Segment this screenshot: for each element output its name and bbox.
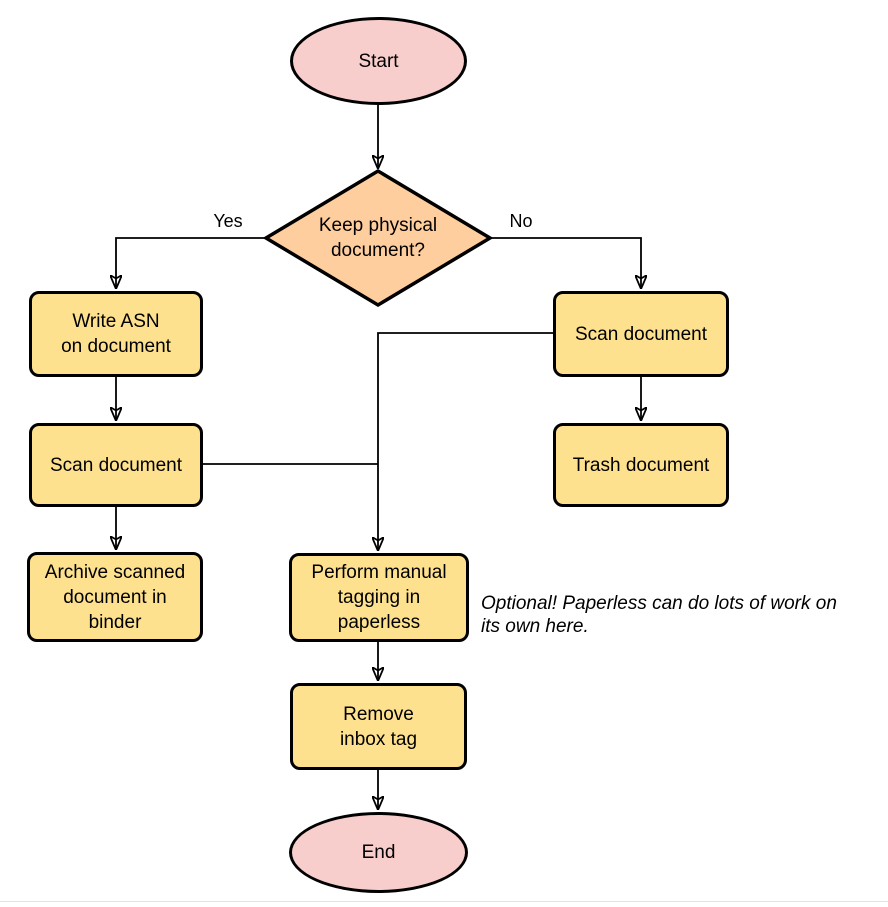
- node-scan-right-label: Scan document: [574, 323, 708, 345]
- optional-note: Optional! Paperless can do lots of work …: [481, 593, 837, 637]
- node-trash-label: Trash document: [572, 454, 710, 476]
- edge-label-yes: Yes: [213, 211, 243, 231]
- edge-decision-scan-right: [490, 237, 641, 288]
- edge-scan-right-tagging: [378, 332, 553, 550]
- bottom-divider: [0, 901, 888, 902]
- node-end-label: End: [361, 842, 396, 863]
- edge-decision-write-asn: [116, 237, 265, 288]
- node-scan-right: Scan document: [553, 291, 729, 377]
- node-trash: Trash document: [553, 423, 729, 507]
- node-start-label: Start: [358, 50, 399, 72]
- edge-label-no: No: [509, 211, 533, 231]
- node-end: End: [289, 812, 468, 893]
- node-start: Start: [290, 17, 467, 105]
- node-scan-left-label: Scan document: [49, 454, 183, 476]
- node-scan-left: Scan document: [29, 423, 203, 507]
- decision-diamond-shape: [262, 168, 494, 308]
